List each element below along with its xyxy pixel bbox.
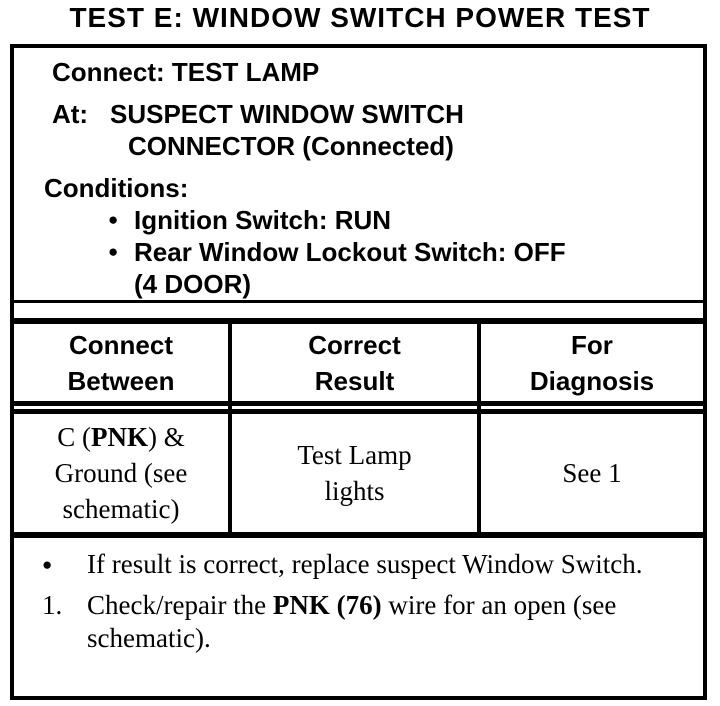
- header-for-diagnosis: For Diagnosis: [481, 324, 703, 401]
- notes-section: ● If result is correct, replace suspect …: [14, 538, 703, 696]
- page-title: TEST E: WINDOW SWITCH POWER TEST: [69, 2, 651, 33]
- rule-gap: [14, 303, 703, 318]
- cell-connect-between-line2: Ground (see: [54, 458, 188, 488]
- cell-correct-result: Test Lamp lights: [232, 414, 481, 532]
- at-value: SUSPECT WINDOW SWITCH CONNECTOR (Connect…: [110, 98, 464, 162]
- header-correct-result: Correct Result: [232, 324, 481, 401]
- cell-for-diagnosis-value: See 1: [562, 458, 622, 488]
- cell-connect-between: C (PNK) & Ground (see schematic): [14, 414, 232, 532]
- condition-lockout-text-line2: (4 DOOR): [134, 269, 251, 299]
- test-setup-section: Connect: TEST LAMP At: SUSPECT WINDOW SW…: [14, 48, 703, 303]
- condition-item-lockout: ● Rear Window Lockout Switch: OFF: [108, 236, 693, 268]
- diagnostic-test-box: Connect: TEST LAMP At: SUSPECT WINDOW SW…: [10, 44, 707, 700]
- cell-correct-result-line1: Test Lamp: [297, 440, 412, 470]
- note-check-wire-text: Check/repair the PNK (76) wire for an op…: [87, 590, 617, 653]
- note-number: 1.: [42, 590, 63, 620]
- note-replace-switch-text: If result is correct, replace suspect Wi…: [87, 549, 643, 579]
- table-row: C (PNK) & Ground (see schematic) Test La…: [14, 409, 703, 538]
- condition-lockout-text: Rear Window Lockout Switch: OFF: [134, 237, 566, 267]
- conditions-label: Conditions:: [44, 173, 189, 203]
- condition-ignition-text: Ignition Switch: RUN: [134, 205, 392, 235]
- header-connect-between-line1: Connect: [69, 329, 173, 360]
- wire-code: PNK (76): [272, 590, 382, 620]
- note-check-wire: 1. Check/repair the PNK (76) wire for an…: [28, 589, 690, 655]
- bullet-icon: ●: [108, 242, 119, 261]
- header-for-diagnosis-line1: For: [571, 329, 613, 360]
- wire-code: PNK: [91, 422, 148, 452]
- condition-item-ignition: ● Ignition Switch: RUN: [108, 204, 693, 236]
- header-connect-between: Connect Between: [14, 324, 232, 401]
- cell-for-diagnosis: See 1: [481, 414, 703, 532]
- bullet-icon: ●: [108, 210, 119, 229]
- header-for-diagnosis-line2: Diagnosis: [529, 365, 655, 396]
- connect-label: Connect:: [52, 57, 165, 87]
- at-line: At: SUSPECT WINDOW SWITCH CONNECTOR (Con…: [52, 98, 693, 162]
- header-connect-between-line2: Between: [67, 365, 175, 396]
- double-rule-gap: [14, 406, 703, 409]
- header-correct-result-line1: Correct: [308, 329, 401, 360]
- cell-connect-between-line1: C (PNK) &: [57, 422, 185, 452]
- at-value-line1: SUSPECT WINDOW SWITCH: [110, 99, 464, 129]
- at-value-line2: CONNECTOR (Connected): [128, 131, 454, 161]
- connect-value: TEST LAMP: [171, 57, 320, 87]
- cell-connect-between-line3: schematic): [62, 494, 180, 524]
- at-label: At:: [52, 99, 89, 129]
- header-correct-result-line2: Result: [314, 365, 395, 396]
- bullet-icon: ●: [42, 555, 53, 574]
- connect-line: Connect: TEST LAMP: [52, 56, 693, 88]
- cell-correct-result-line2: lights: [324, 476, 385, 506]
- table-header-row: Connect Between Correct Result For Diagn…: [14, 318, 703, 406]
- note-replace-switch: ● If result is correct, replace suspect …: [28, 548, 690, 581]
